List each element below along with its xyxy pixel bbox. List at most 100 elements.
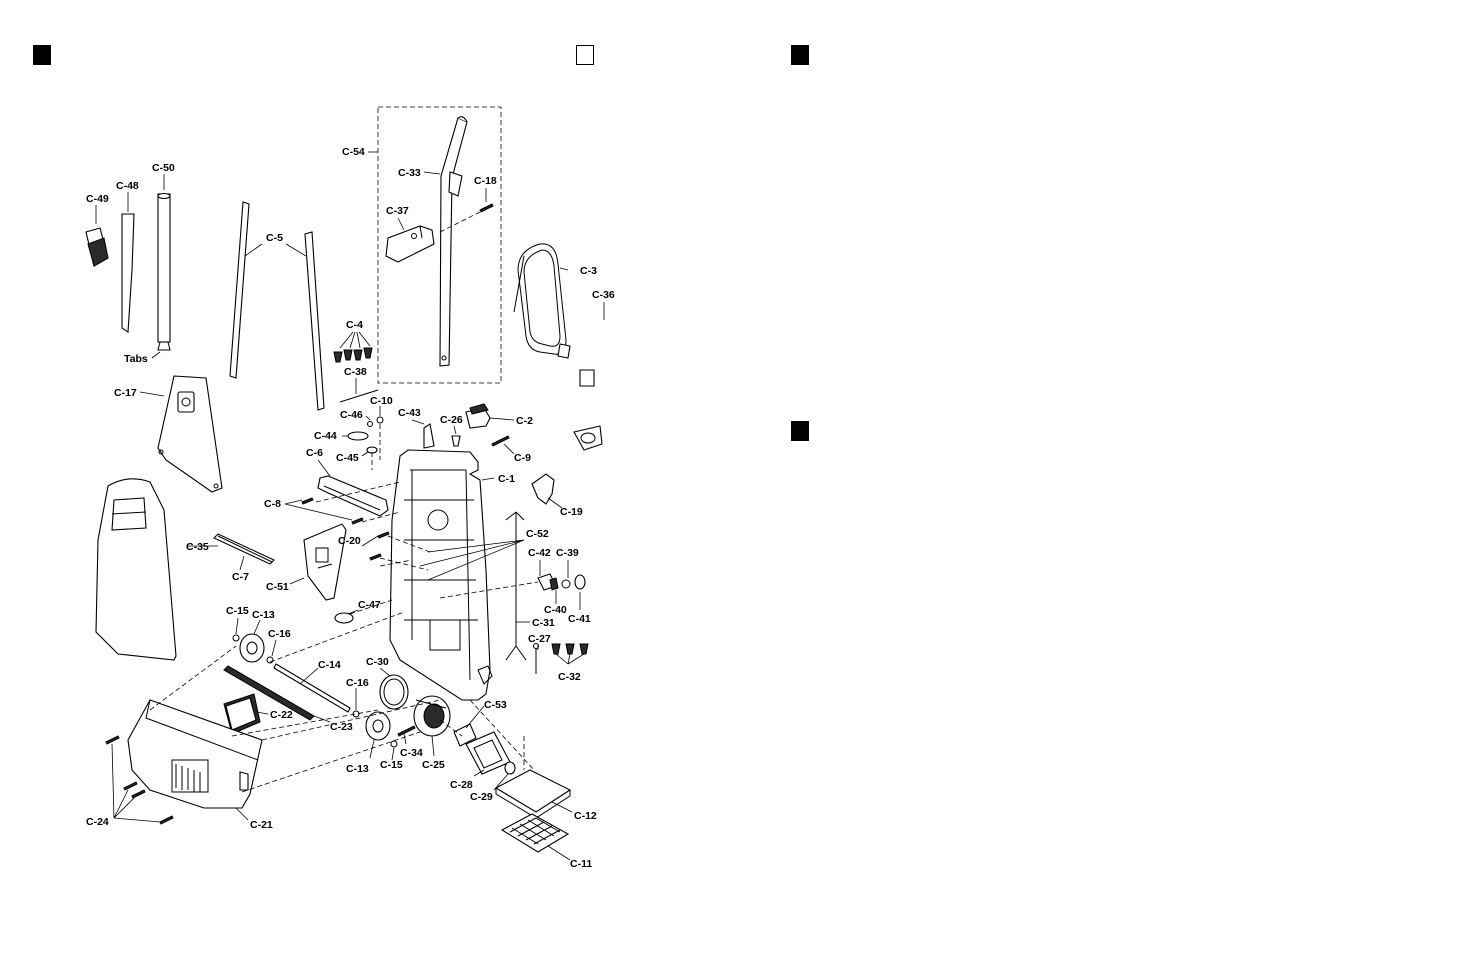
vacuum-hose (573, 318, 626, 451)
exhaust-grill-c11 (500, 813, 570, 853)
nut-c29 (504, 761, 516, 775)
label-c52: C-52 (526, 528, 549, 540)
label-c5: C-5 (266, 232, 283, 244)
label-c45: C-45 (336, 452, 359, 464)
label-c25: C-25 (422, 759, 445, 771)
assembly-dash-lines (149, 424, 539, 793)
extension-wand (157, 192, 171, 351)
label-c3: C-3 (580, 265, 597, 277)
label-c4: C-4 (346, 319, 363, 331)
filter-frame-c53 (453, 723, 477, 747)
label-c53: C-53 (484, 699, 507, 711)
label-c29: C-29 (470, 791, 493, 803)
hose-fitting (531, 473, 555, 505)
top-cover (317, 475, 389, 517)
screw-c8-b (351, 517, 364, 525)
side-strip-right (304, 231, 325, 411)
label-c43: C-43 (398, 407, 421, 419)
label-c42: C-42 (528, 547, 551, 559)
label-c27: C-27 (528, 633, 551, 645)
motor-rod-c34 (397, 725, 416, 737)
power-cord (513, 243, 571, 359)
screw-c24-c (131, 789, 146, 799)
label-c13-lower: C-13 (346, 763, 369, 775)
label-c31: C-31 (532, 617, 555, 629)
label-c26: C-26 (440, 414, 463, 426)
label-c13-upper: C-13 (252, 609, 275, 621)
label-c49: C-49 (86, 193, 109, 205)
label-c54: C-54 (342, 146, 365, 158)
label-c19: C-19 (560, 506, 583, 518)
wheel-c13-lower (365, 711, 391, 741)
washer-c16-lower (352, 710, 360, 718)
label-c28: C-28 (450, 779, 473, 791)
screw-c24-b (123, 781, 138, 791)
spacer-c44 (347, 431, 369, 441)
side-strip-left (229, 201, 250, 379)
label-c2: C-2 (516, 415, 533, 427)
washer-c15-lower (390, 740, 398, 748)
marker-top-middle (576, 45, 594, 65)
screw-c9 (491, 435, 510, 447)
label-c24: C-24 (86, 816, 109, 828)
label-c21: C-21 (250, 819, 273, 831)
washer-c39 (561, 579, 571, 589)
screw-c20-b (369, 553, 382, 561)
bushing-c47 (334, 612, 354, 624)
bag-cover (95, 478, 177, 661)
screw-c24-d (159, 815, 174, 825)
label-c18: C-18 (474, 175, 497, 187)
cord-hook-plate (303, 523, 347, 601)
label-c32: C-32 (558, 671, 581, 683)
paper-bag (157, 375, 223, 493)
marker-mid-right (791, 421, 809, 441)
mounting-clips-c32 (551, 643, 589, 655)
motor-c25 (413, 695, 451, 737)
spacer-c40 (549, 577, 559, 591)
label-c36: C-36 (592, 289, 615, 301)
washer-c16-upper (266, 656, 274, 664)
label-c17: C-17 (114, 387, 137, 399)
label-c1: C-1 (498, 473, 515, 485)
label-c46: C-46 (340, 409, 363, 421)
label-c6: C-6 (306, 447, 323, 459)
cord-hook-c52 (505, 511, 525, 526)
hinge-rod (339, 389, 379, 403)
label-c11: C-11 (570, 858, 592, 870)
nut-c10 (376, 416, 384, 424)
label-c12: C-12 (574, 810, 597, 822)
label-c35: C-35 (186, 541, 209, 553)
label-c39: C-39 (556, 547, 579, 559)
label-c22: C-22 (270, 709, 293, 721)
label-c44: C-44 (314, 430, 337, 442)
washer-c46 (367, 421, 373, 427)
label-tabs: Tabs (124, 353, 148, 365)
handle-assembly-group (377, 106, 502, 384)
label-c33: C-33 (398, 167, 421, 179)
power-nozzle-base-c21 (127, 699, 263, 809)
part-labels: C-49 C-48 C-50 C-5 C-54 C-33 C-18 C-37 C… (86, 146, 615, 870)
label-c16-upper: C-16 (268, 628, 291, 640)
crevice-tool (121, 213, 135, 333)
label-c9: C-9 (514, 452, 531, 464)
switch-c26 (451, 435, 461, 447)
label-c16-lower: C-16 (346, 677, 369, 689)
label-c34: C-34 (400, 747, 423, 759)
label-c37: C-37 (386, 205, 409, 217)
label-c40: C-40 (544, 604, 567, 616)
cord-hook-c31 (505, 526, 527, 661)
label-c38: C-38 (344, 366, 367, 378)
label-c51: C-51 (266, 581, 289, 593)
label-c30: C-30 (366, 656, 389, 668)
label-c8: C-8 (264, 498, 281, 510)
label-c47: C-47 (358, 599, 381, 611)
dusting-brush (85, 227, 109, 267)
switch-post (423, 423, 435, 449)
wheel-c13-upper (239, 633, 265, 663)
label-c14: C-14 (318, 659, 341, 671)
label-c50: C-50 (152, 162, 175, 174)
marker-top-left (33, 45, 51, 65)
label-c23: C-23 (330, 721, 353, 733)
label-c15-upper: C-15 (226, 605, 249, 617)
